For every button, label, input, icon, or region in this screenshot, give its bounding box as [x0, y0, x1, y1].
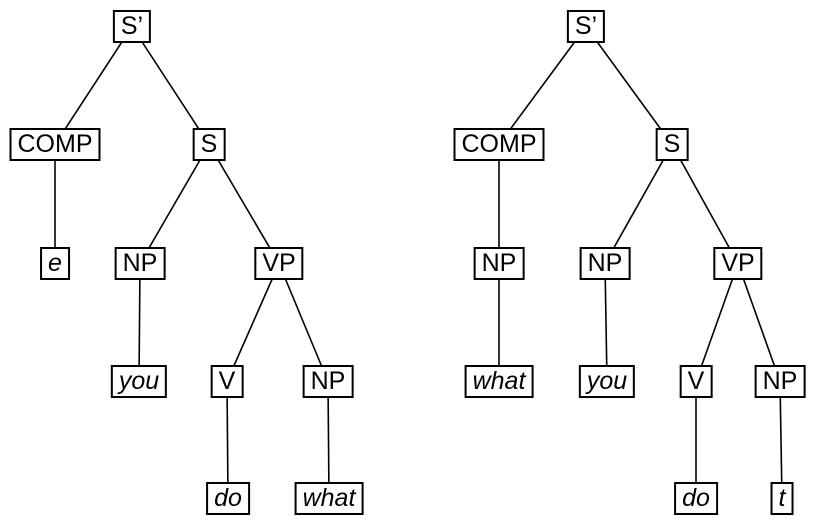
tree-node-left-tree-e: e [40, 247, 70, 280]
tree-node-right-tree-sbar: S’ [566, 10, 606, 43]
tree-edge-right-tree-vp-np3 [737, 263, 781, 382]
tree-node-right-tree-np1: NP [473, 247, 525, 280]
tree-edge-left-tree-s-vp [208, 144, 280, 264]
tree-node-left-tree-np1: NP [114, 247, 166, 280]
tree-node-left-tree-you: you [110, 365, 168, 398]
tree-node-left-tree-what: what [294, 482, 364, 515]
tree-node-right-tree-do: do [674, 482, 718, 515]
tree-node-left-tree-sbar: S’ [112, 10, 152, 43]
tree-edge-left-tree-np2-what [327, 381, 330, 499]
tree-node-right-tree-v: V [679, 365, 713, 398]
tree-edge-right-tree-np3-t [779, 381, 783, 499]
tree-node-right-tree-np3: NP [754, 365, 806, 398]
tree-edge-right-tree-sbar-comp [498, 26, 587, 145]
tree-edge-right-tree-s-np2 [604, 144, 673, 264]
tree-node-left-tree-np2: NP [302, 365, 354, 398]
tree-node-right-tree-comp: COMP [453, 128, 545, 161]
tree-edge-left-tree-vp-v [226, 263, 280, 382]
tree-node-left-tree-vp: VP [254, 247, 304, 280]
tree-node-left-tree-do: do [206, 482, 250, 515]
tree-edge-left-tree-sbar-comp [54, 26, 133, 145]
tree-edge-right-tree-s-vp [671, 144, 739, 264]
tree-node-right-tree-what: what [464, 365, 534, 398]
tree-edge-left-tree-vp-np2 [278, 263, 329, 382]
tree-edge-left-tree-sbar-s [131, 26, 210, 145]
tree-node-right-tree-t: t [770, 482, 794, 515]
tree-edge-left-tree-s-np1 [139, 144, 210, 264]
tree-edge-left-tree-np1-you [138, 263, 141, 382]
tree-node-right-tree-vp: VP [713, 247, 763, 280]
tree-node-left-tree-comp: COMP [9, 128, 101, 161]
tree-node-right-tree-np2: NP [579, 247, 631, 280]
tree-node-left-tree-s: S [192, 128, 226, 161]
tree-node-right-tree-you: you [578, 365, 636, 398]
tree-edge-left-tree-v-do [226, 381, 229, 499]
tree-edge-right-tree-sbar-s [585, 26, 673, 145]
tree-node-right-tree-s: S [655, 128, 689, 161]
tree-node-left-tree-v: V [210, 365, 244, 398]
tree-edge-right-tree-vp-v [695, 263, 739, 382]
tree-edge-right-tree-np2-you [604, 263, 608, 382]
